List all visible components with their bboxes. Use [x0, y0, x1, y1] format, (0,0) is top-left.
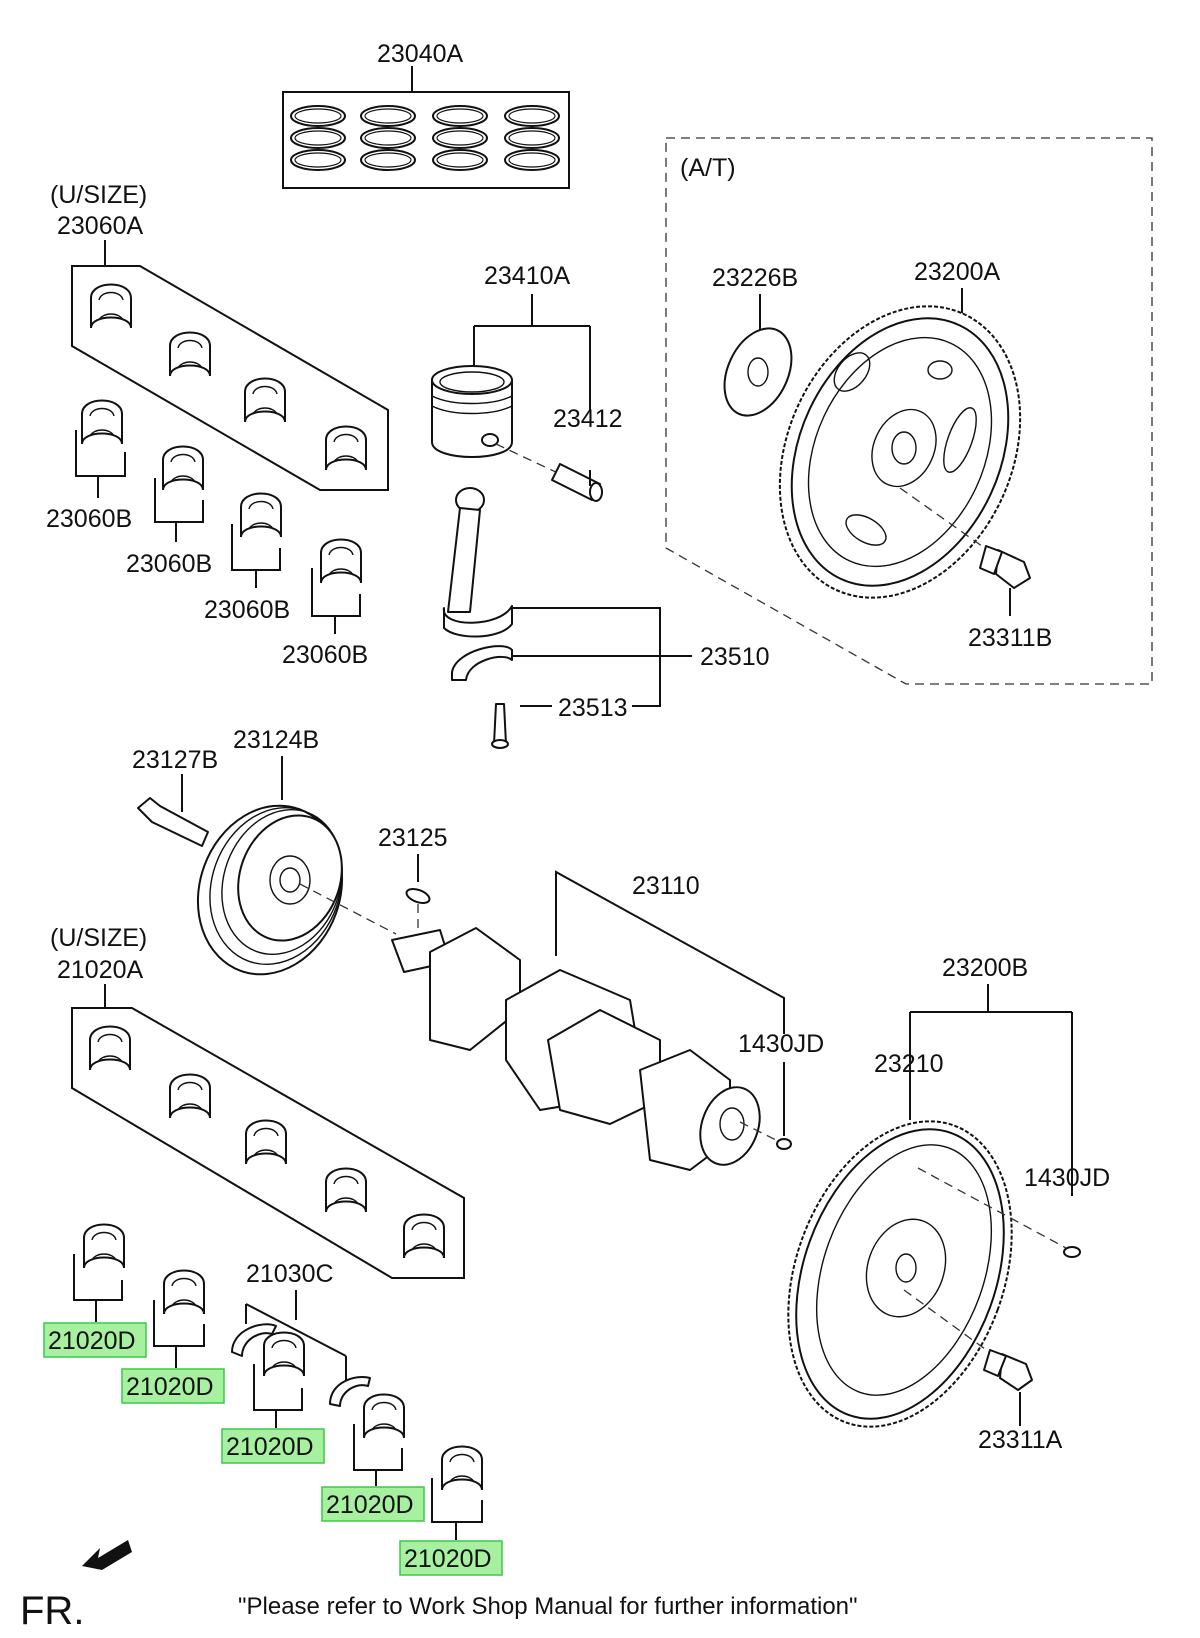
damper-pulley: [137, 756, 397, 976]
label-1430JD-2: 1430JD: [1024, 1164, 1110, 1192]
main-bearing-set-21020A: [71, 984, 465, 1279]
label-23040A: 23040A: [377, 40, 464, 68]
fr-label: FR.: [20, 1589, 84, 1633]
label-21020D-4: 21020D: [326, 1491, 414, 1519]
label-23127B: 23127B: [132, 746, 218, 774]
label-23124B: 23124B: [233, 726, 319, 754]
label-23110: 23110: [632, 872, 700, 900]
label-21020A: 21020A: [57, 956, 144, 984]
label-23226B: 23226B: [712, 264, 798, 292]
at-section-border: [665, 137, 1153, 685]
connecting-rod: [442, 487, 513, 749]
label-23060B-3: 23060B: [204, 596, 290, 624]
label-23410A: 23410A: [484, 262, 571, 290]
main-bearing-lower-shells: [75, 399, 362, 634]
label-23060A: 23060A: [57, 212, 144, 240]
label-23513: 23513: [558, 694, 628, 722]
piston-ring-set: [282, 66, 570, 189]
footer-note: "Please refer to Work Shop Manual for fu…: [238, 1593, 858, 1620]
label-23412: 23412: [553, 405, 623, 433]
drive-plate: [723, 288, 1031, 616]
main-bearing-upper-set: [71, 240, 389, 491]
label-21020D-2: 21020D: [126, 1373, 214, 1401]
label-21020D-1: 21020D: [48, 1327, 136, 1355]
crankshaft: [391, 870, 792, 1171]
label-23510: 23510: [700, 643, 770, 671]
label-23210: 23210: [874, 1050, 944, 1078]
label-23125: 23125: [378, 824, 448, 852]
label-23060B-2: 23060B: [126, 550, 212, 578]
highlight-21020D-3[interactable]: 21020D: [221, 1428, 325, 1464]
front-arrow-icon: [82, 1540, 132, 1572]
label-23200A: 23200A: [914, 258, 1001, 286]
label-21020D-5: 21020D: [404, 1545, 492, 1573]
highlight-21020D-5[interactable]: 21020D: [399, 1540, 503, 1576]
label-at: (A/T): [680, 154, 736, 182]
woodruff-key: [405, 854, 431, 904]
leader-23510: [512, 607, 692, 707]
label-usize-lower: (U/SIZE): [50, 924, 147, 952]
highlight-21020D-2[interactable]: 21020D: [121, 1368, 225, 1404]
flywheel: [787, 984, 1081, 1428]
label-23060B-1: 23060B: [46, 505, 132, 533]
label-usize-upper: (U/SIZE): [50, 181, 147, 209]
label-1430JD-1: 1430JD: [738, 1030, 824, 1058]
highlight-21020D-4[interactable]: 21020D: [321, 1486, 425, 1522]
label-23200B: 23200B: [942, 954, 1028, 982]
label-23060B-4: 23060B: [282, 641, 368, 669]
piston-assembly: [431, 294, 603, 502]
label-21030C: 21030C: [246, 1260, 334, 1288]
thrust-washer: [231, 1290, 371, 1407]
main-bearing-lower-shells-21020D: [73, 1223, 483, 1540]
label-21020D-3: 21020D: [226, 1433, 314, 1461]
label-23311A: 23311A: [978, 1426, 1063, 1454]
label-23311B: 23311B: [968, 624, 1052, 652]
highlight-21020D-1[interactable]: 21020D: [43, 1322, 147, 1358]
